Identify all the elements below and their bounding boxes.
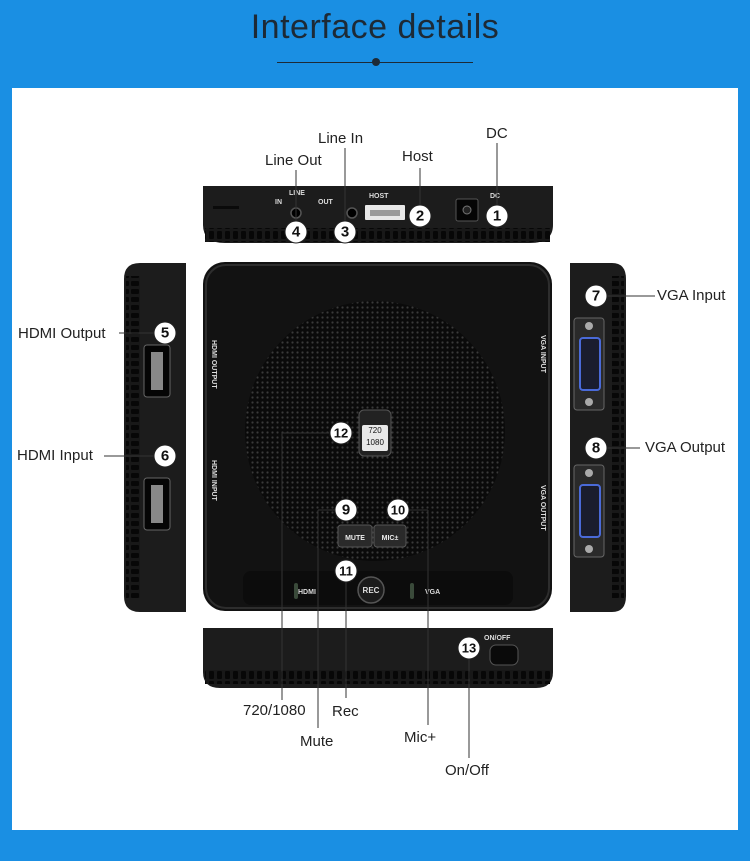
callout-number-3: 3 (341, 224, 349, 241)
label-vga-output: VGA Output (645, 439, 726, 456)
callout-number-7: 7 (592, 288, 600, 305)
label-hdmi-output: HDMI Output (18, 325, 106, 342)
callout-number-4: 4 (292, 224, 301, 241)
label-on-off: On/Off (445, 762, 490, 779)
leader-lines (104, 143, 655, 758)
callout-number-11: 11 (339, 564, 353, 579)
callout-marker-11 (334, 559, 358, 583)
callout-marker-7 (584, 284, 608, 308)
line-out-jack (346, 207, 358, 219)
out-marking: OUT (318, 199, 334, 206)
res-720-text: 720 (368, 426, 382, 435)
label-dc: DC (486, 125, 508, 142)
callout-labels: DC Host Line In Line Out HDMI Output HDM… (17, 125, 726, 779)
res-1080-text: 1080 (366, 438, 384, 447)
hdmi-input-marking: HDMI INPUT (210, 460, 217, 502)
callout-marker-5 (153, 321, 177, 345)
callout-marker-13 (457, 636, 481, 660)
label-resolution: 720/1080 (243, 702, 306, 719)
vga-input-marking: VGA INPUT (539, 335, 546, 374)
callout-marker-2 (408, 204, 432, 228)
callout-number-9: 9 (342, 502, 350, 519)
vga-input-port (573, 317, 605, 411)
callout-number-6: 6 (161, 448, 169, 465)
title-divider-dot (372, 58, 380, 66)
host-marking: HOST (369, 193, 389, 200)
callout-marker-1 (485, 204, 509, 228)
label-hdmi-input: HDMI Input (17, 447, 94, 464)
callout-marker-3 (333, 220, 357, 244)
callout-marker-9 (334, 498, 358, 522)
callout-marker-12 (329, 421, 353, 445)
label-mic: Mic+ (404, 729, 436, 746)
on-off-marking: ON/OFF (484, 635, 511, 642)
callout-number-10: 10 (391, 503, 405, 518)
callout-marker-8 (584, 436, 608, 460)
callout-number-1: 1 (493, 208, 501, 225)
mic-button[interactable]: MIC± (373, 524, 407, 548)
mute-button[interactable]: MUTE (337, 524, 373, 548)
callout-marker-10 (386, 498, 410, 522)
page-title: Interface details (250, 8, 500, 46)
power-switch[interactable] (489, 644, 519, 666)
hdmi-output-port (143, 344, 171, 398)
label-rec: Rec (332, 703, 359, 720)
label-host: Host (402, 148, 434, 165)
hdmi-marking: HDMI (298, 589, 316, 596)
label-line-in: Line In (318, 130, 363, 147)
rec-button[interactable]: REC (357, 576, 385, 604)
in-marking: IN (275, 199, 282, 206)
vga-marking: VGA (425, 589, 440, 596)
callout-number-12: 12 (334, 426, 348, 441)
vga-led (410, 583, 414, 599)
left-side-view (124, 263, 186, 612)
vga-output-port (573, 464, 605, 558)
hdmi-input-port (143, 477, 171, 531)
callout-marker-6 (153, 444, 177, 468)
mute-text: MUTE (345, 535, 365, 542)
callout-number-8: 8 (592, 440, 600, 457)
callout-number-13: 13 (462, 641, 476, 656)
dc-marking: DC (490, 193, 500, 200)
rec-text: REC (363, 586, 380, 595)
callout-marker-4 (284, 220, 308, 244)
line-marking: LINE (289, 190, 305, 197)
hdmi-output-marking: HDMI OUTPUT (210, 340, 217, 389)
label-line-out: Line Out (265, 152, 323, 169)
callout-number-2: 2 (416, 208, 424, 225)
vga-output-marking: VGA OUTPUT (539, 485, 546, 531)
resolution-button[interactable]: 720 1080 (358, 409, 392, 457)
front-view: HDMI OUTPUT HDMI INPUT VGA INPUT VGA OUT… (203, 262, 552, 611)
label-mute: Mute (300, 733, 333, 750)
front-edge-view: ON/OFF (203, 628, 553, 688)
hdmi-led (294, 583, 298, 599)
label-vga-input: VGA Input (657, 287, 726, 304)
mic-text: MIC± (382, 535, 399, 542)
callout-number-5: 5 (161, 325, 169, 342)
callout-markers: 1 2 3 4 5 6 7 8 9 10 11 12 13 (153, 204, 608, 660)
